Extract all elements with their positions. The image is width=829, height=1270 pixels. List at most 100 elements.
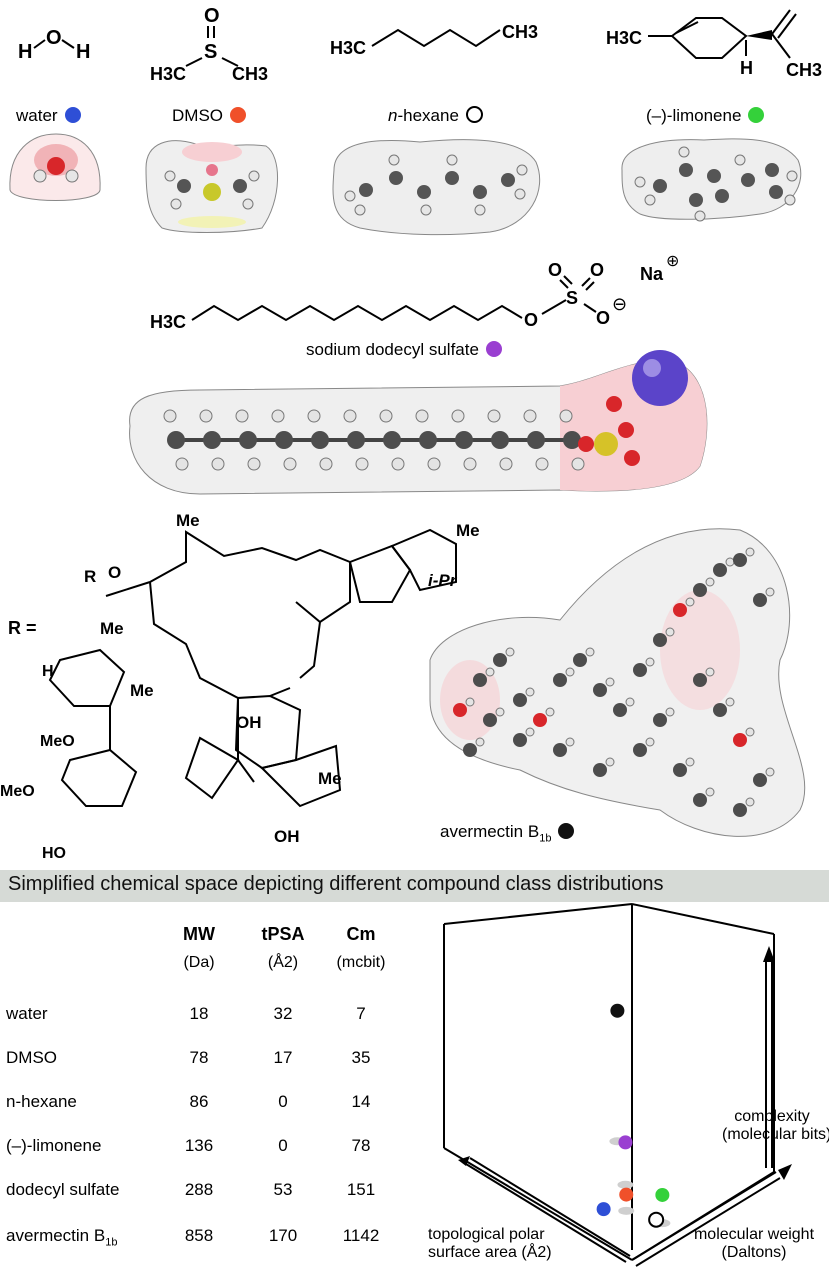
struct-label: H xyxy=(76,41,90,63)
struct-label: CH3 xyxy=(232,64,268,84)
row-name: avermectin B1b xyxy=(6,1226,117,1248)
hydrogen-atom xyxy=(565,667,575,677)
hydrogen-atom xyxy=(525,687,535,697)
atom xyxy=(693,673,707,687)
hydrogen-atom xyxy=(585,647,595,657)
struct-label: Na xyxy=(640,264,664,284)
x-axis-label-line2: (Daltons) xyxy=(721,1244,787,1261)
carbon-atom xyxy=(311,431,329,449)
atom xyxy=(753,773,767,787)
banner-title: Simplified chemical space depicting diff… xyxy=(8,873,664,895)
carbon-atom xyxy=(383,431,401,449)
struct-label: CH3 xyxy=(786,60,822,80)
hydrogen-atom xyxy=(745,727,755,737)
struct-label: Me xyxy=(100,619,124,638)
unit-mw: (Da) xyxy=(183,954,215,971)
struct-label: CH3 xyxy=(502,22,538,42)
sds-name: sodium dodecyl sulfate xyxy=(306,340,479,359)
point-shadow xyxy=(618,1206,635,1215)
sds-3d-model xyxy=(129,350,708,495)
hexane-name-suffix: -hexane xyxy=(397,106,459,125)
dmso-structure: O S H3C CH3 xyxy=(150,5,268,84)
header-cm: Cm xyxy=(346,924,376,944)
avermectin-section: Me Me Me Me Me R O R = H i-Pr OH OH MeO … xyxy=(0,511,806,862)
hydrogen-atom xyxy=(283,457,297,471)
avermectin-atoms xyxy=(453,547,775,817)
cell-mw: 288 xyxy=(184,1180,214,1199)
top-structures: H O H O S H3C CH3 H3C CH3 H3C H CH3 xyxy=(9,5,822,236)
hydrogen-atom xyxy=(685,597,695,607)
hydrogen-atom xyxy=(499,457,513,471)
carbon-atom xyxy=(203,431,221,449)
carbon-atom xyxy=(563,431,581,449)
atom xyxy=(513,693,527,707)
struct-label: O xyxy=(596,308,610,328)
atom xyxy=(493,653,507,667)
y-axis-label-line2: surface area (Å2) xyxy=(428,1244,552,1261)
atom xyxy=(463,743,477,757)
hydrogen-atom xyxy=(505,647,515,657)
struct-label: O xyxy=(548,260,562,280)
cell-cm: 151 xyxy=(346,1180,376,1199)
hydrogen-atom xyxy=(559,409,573,423)
atom xyxy=(593,683,607,697)
cell-cm: 35 xyxy=(351,1048,371,1067)
row-name: n-hexane xyxy=(6,1092,77,1111)
carbon-atom xyxy=(239,431,257,449)
struct-label: O xyxy=(524,310,538,330)
dmso-3d-model xyxy=(145,140,278,233)
hydrogen-atom xyxy=(625,697,635,707)
axis-arrows xyxy=(458,946,792,1267)
hydrogen-atom xyxy=(211,457,225,471)
row-name: (–)-limonene xyxy=(6,1136,102,1155)
hydrogen-atom xyxy=(271,409,285,423)
avermectin-3d-model xyxy=(429,528,806,837)
data-points xyxy=(596,1003,670,1228)
atom xyxy=(733,733,747,747)
avermectin-name-sub: 1b xyxy=(539,832,552,845)
data-point xyxy=(618,1135,633,1150)
hydrogen-atom xyxy=(725,557,735,567)
hydrogen-atom xyxy=(605,757,615,767)
data-point xyxy=(648,1211,665,1228)
atom xyxy=(653,633,667,647)
atom xyxy=(593,763,607,777)
struct-label: Me xyxy=(176,511,200,530)
sds-dot xyxy=(485,341,502,357)
hydrogen-atom xyxy=(319,457,333,471)
hexane-name-prefix: n xyxy=(388,106,398,125)
atom xyxy=(713,563,727,577)
struct-label: S xyxy=(566,288,578,308)
struct-label: Me xyxy=(130,681,154,700)
data-point xyxy=(655,1187,670,1202)
struct-label: R xyxy=(84,567,96,586)
data-point xyxy=(619,1187,634,1202)
row-name-text: avermectin B xyxy=(6,1226,106,1245)
struct-label: H xyxy=(740,58,753,78)
chemical-space-plot xyxy=(443,903,792,1267)
section-banner: Simplified chemical space depicting diff… xyxy=(0,870,829,902)
hydrogen-atom xyxy=(379,409,393,423)
atom xyxy=(753,593,767,607)
cell-cm: 1142 xyxy=(342,1226,380,1245)
header-tpsa: tPSA xyxy=(261,924,305,944)
hydrogen-atom xyxy=(705,577,715,587)
data-point xyxy=(596,1202,611,1217)
atom xyxy=(553,743,567,757)
unit-cm: (mcbit) xyxy=(336,954,386,971)
avermectin-structure xyxy=(48,528,457,808)
hydrogen-atom xyxy=(745,547,755,557)
cell-mw: 18 xyxy=(189,1004,209,1023)
hydrogen-atom xyxy=(565,737,575,747)
struct-label: O xyxy=(590,260,604,280)
struct-label: ⊕ xyxy=(666,253,679,270)
atom xyxy=(653,713,667,727)
hydrogen-atom xyxy=(415,409,429,423)
avermectin-name: avermectin B xyxy=(440,822,540,841)
hydrogen-atom xyxy=(705,787,715,797)
hydrogen-atom xyxy=(199,409,213,423)
hydrogen-atom xyxy=(685,757,695,767)
carbon-atom xyxy=(455,431,473,449)
hexane-label: n-hexane xyxy=(388,106,483,126)
sds-label: sodium dodecyl sulfate xyxy=(306,340,502,360)
